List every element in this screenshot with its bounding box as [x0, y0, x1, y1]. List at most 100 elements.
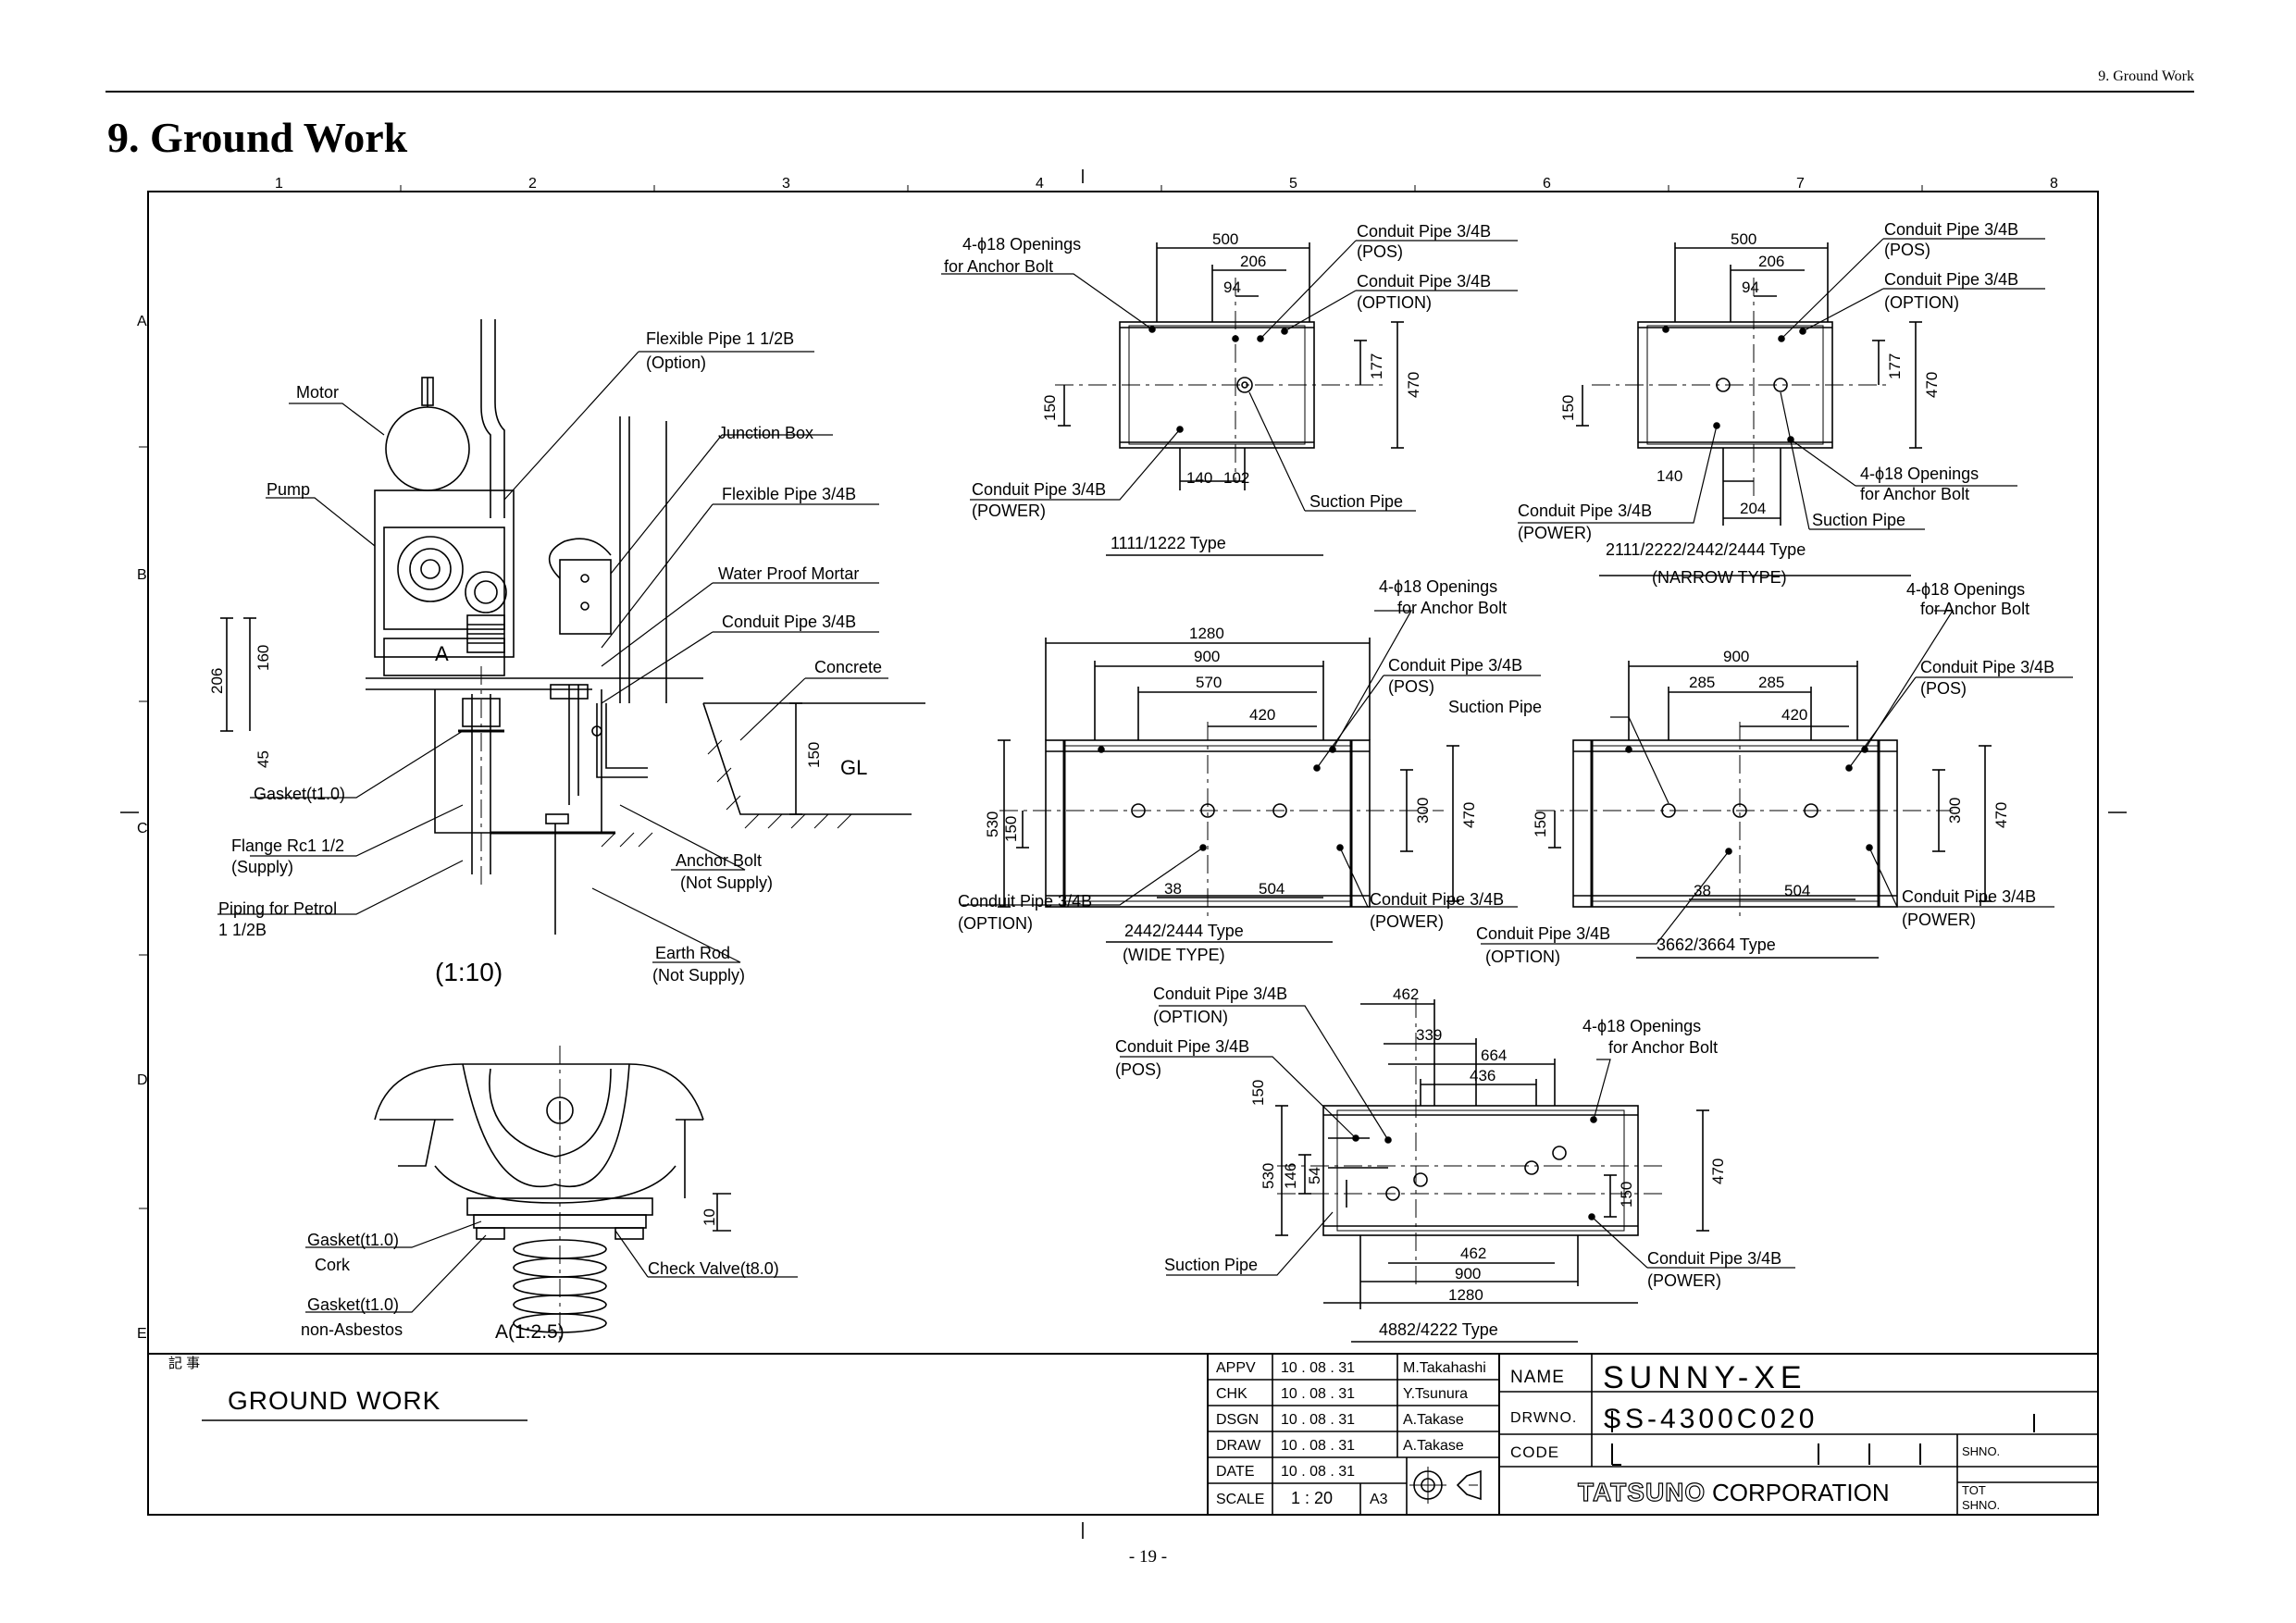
dim-206: 206 — [208, 668, 226, 694]
plan1111-conduit-option: Conduit Pipe 3/4B — [1357, 272, 1491, 291]
plan1111-dim-94: 94 — [1223, 279, 1241, 296]
plan3662-dim-285a: 285 — [1689, 674, 1715, 691]
label-detail-marker: A — [435, 642, 449, 665]
tb-date-date: 10 . 08 . 31 — [1281, 1464, 1355, 1480]
label-gasket: Gasket(t1.0) — [254, 785, 345, 803]
plan1111-dim-102: 102 — [1223, 469, 1249, 487]
tb-scale-value: 1 : 20 — [1291, 1489, 1333, 1507]
plan1111-openings: 4-ϕ18 Openings — [962, 235, 1081, 254]
plan2111-openings: 4-ϕ18 Openings — [1860, 465, 1979, 483]
motor — [385, 406, 470, 491]
label-conduit-pipe: Conduit Pipe 3/4B — [722, 613, 856, 631]
tb-role-appv: APPV — [1216, 1360, 1256, 1376]
tb-paper: A3 — [1370, 1492, 1388, 1507]
plan2442-dim-300: 300 — [1414, 798, 1432, 824]
plan1111-dim-140: 140 — [1186, 469, 1212, 487]
plan2111-pos: (POS) — [1884, 241, 1930, 259]
label-not-supply-2: (Not Supply) — [652, 966, 745, 985]
label-motor: Motor — [296, 383, 339, 402]
tb-name-value: SUNNY-XE — [1603, 1360, 1807, 1395]
plan2442-conduit-power: Conduit Pipe 3/4B — [1370, 890, 1504, 909]
pump-body — [374, 489, 515, 658]
grid-col-6: 6 — [1543, 176, 1551, 192]
plan4882-pos: (POS) — [1115, 1060, 1161, 1079]
tb-name-label: NAME — [1510, 1368, 1565, 1387]
plan2111-conduit-pos: Conduit Pipe 3/4B — [1884, 220, 2018, 239]
plan4882-dim-462b: 462 — [1460, 1245, 1486, 1262]
tb-role-dsgn: DSGN — [1216, 1412, 1259, 1428]
plan1111-type-label: 1111/1222 Type — [1111, 534, 1226, 552]
plan4882-option: (OPTION) — [1153, 1008, 1228, 1026]
plan-4882 — [1120, 999, 1795, 1343]
plan3662-conduit-pos: Conduit Pipe 3/4B — [1920, 658, 2054, 676]
plan4882-openings: 4-ϕ18 Openings — [1582, 1017, 1701, 1035]
header-rule — [105, 91, 2194, 93]
page-number: - 19 - — [1128, 1547, 1168, 1567]
plan3662-openings: 4-ϕ18 Openings — [1906, 580, 2025, 599]
plan2442-sub-label: (WIDE TYPE) — [1123, 946, 1225, 964]
plan1111-for-anchor: for Anchor Bolt — [944, 257, 1053, 276]
plan2442-openings: 4-ϕ18 Openings — [1379, 577, 1497, 596]
plan3662-dim-150: 150 — [1532, 812, 1549, 837]
label-gl: GL — [840, 756, 867, 779]
plan1111-dim-177: 177 — [1368, 353, 1385, 379]
grid-col-2: 2 — [528, 176, 537, 192]
tb-drwno-value: SS-4300C020 — [1603, 1404, 1818, 1434]
plan4882-suction: Suction Pipe — [1164, 1256, 1258, 1274]
tb-role-date: DATE — [1216, 1464, 1254, 1480]
plan2111-dim-150: 150 — [1559, 395, 1577, 421]
plan3662-power: (POWER) — [1902, 911, 1976, 929]
plan1111-option: (OPTION) — [1357, 293, 1432, 312]
grid-col-7: 7 — [1796, 176, 1805, 192]
label-scale-1-10: (1:10) — [435, 958, 503, 986]
label-gasket-cork: Gasket(t1.0) — [307, 1231, 399, 1249]
plan1111-dim-206: 206 — [1240, 253, 1266, 270]
plan-2111 — [1518, 238, 2045, 576]
plan1111-dim-150: 150 — [1041, 395, 1059, 421]
grid-ticks — [139, 185, 1923, 1209]
label-option: (Option) — [646, 353, 706, 372]
plan4882-dim-664: 664 — [1481, 1047, 1507, 1064]
plan2111-dim-470: 470 — [1923, 372, 1941, 398]
tb-date-draw: 10 . 08 . 31 — [1281, 1438, 1355, 1454]
tb-name-chk: Y.Tsunura — [1403, 1386, 1468, 1402]
grid-row-c: C — [137, 821, 148, 836]
label-piping-size: 1 1/2B — [218, 921, 267, 939]
plan4882-dim-530: 530 — [1260, 1163, 1277, 1189]
tb-company-logo: TATSUNO — [1578, 1478, 1706, 1506]
pit — [434, 689, 602, 834]
plan4882-power: (POWER) — [1647, 1271, 1721, 1290]
plan2442-for-anchor: for Anchor Bolt — [1397, 599, 1507, 617]
tb-role-draw: DRAW — [1216, 1438, 1261, 1454]
label-piping-petrol: Piping for Petrol — [218, 899, 337, 918]
tb-name-draw: A.Takase — [1403, 1438, 1464, 1454]
plan4882-dim-339: 339 — [1416, 1026, 1442, 1044]
label-cork: Cork — [315, 1256, 351, 1274]
label-flexible-pipe-112: Flexible Pipe 1 1/2B — [646, 329, 794, 348]
flexible-pipe — [480, 319, 491, 518]
drawing-frame — [147, 191, 2099, 1516]
title-block — [148, 1353, 2098, 1515]
label-water-proof-mortar: Water Proof Mortar — [718, 564, 859, 583]
grid-col-8: 8 — [2050, 176, 2058, 192]
plan2111-type-label: 2111/2222/2442/2444 Type — [1606, 540, 1806, 559]
plan4882-type-label: 4882/4222 Type — [1379, 1320, 1498, 1339]
plan2442-pos: (POS) — [1388, 677, 1434, 696]
tb-separators — [1611, 1411, 2035, 1466]
tb-drwno-label: DRWNO. — [1510, 1410, 1577, 1426]
plan2111-conduit-power: Conduit Pipe 3/4B — [1518, 502, 1652, 520]
grid-col-4: 4 — [1036, 176, 1044, 192]
tb-date-dsgn: 10 . 08 . 31 — [1281, 1412, 1355, 1428]
plan2442-dim-150: 150 — [1002, 816, 1020, 842]
grid-row-a: A — [137, 314, 147, 329]
section-view — [217, 319, 925, 963]
detail-view — [305, 1046, 798, 1342]
label-check-valve: Check Valve(t8.0) — [648, 1259, 779, 1278]
plan2111-dim-204: 204 — [1740, 500, 1766, 517]
plan2111-dim-140: 140 — [1657, 467, 1682, 485]
grid-col-3: 3 — [782, 176, 790, 192]
label-earth-rod: Earth Rod — [655, 944, 730, 962]
label-supply: (Supply) — [231, 858, 293, 876]
plan-3662 — [1481, 610, 2073, 959]
